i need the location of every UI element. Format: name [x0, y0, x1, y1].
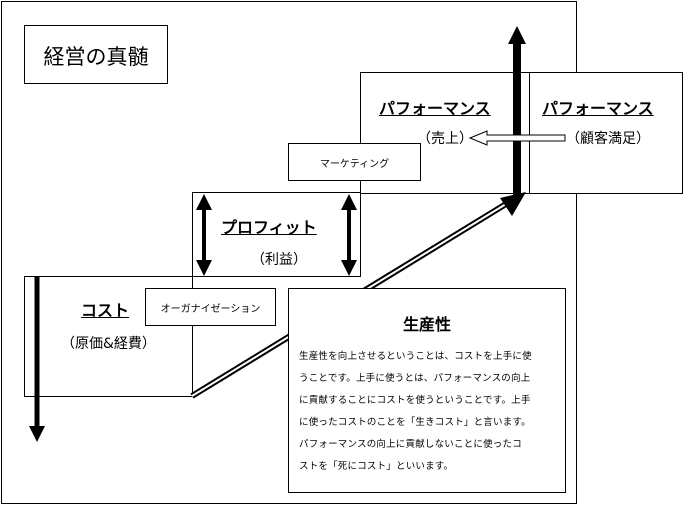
profit-sub: （利益） — [251, 252, 307, 268]
performance-satisfaction-box: パフォーマンス （顧客満足） — [529, 72, 683, 194]
cost-sub: （原価&経費） — [61, 336, 156, 352]
profit-left-arrow — [196, 194, 212, 276]
productivity-box: 生産性 生産性を向上させるということは、コストを上手に使 うことです。上手に使う… — [288, 288, 566, 493]
performance-sales-sub: （売上） — [417, 131, 473, 147]
profit-box: プロフィット （利益） — [192, 192, 361, 277]
productivity-line: に使ったコストのことを「生きコスト」と言います。 — [299, 417, 531, 428]
marketing-label: マーケティング — [319, 159, 390, 170]
productivity-line: パフォーマンスの向上に貢献しないことに使ったコ — [299, 439, 522, 450]
profit-heading: プロフィット — [221, 218, 317, 237]
profit-right-arrow — [341, 194, 357, 276]
productivity-heading: 生産性 — [402, 315, 451, 334]
performance-satisfaction-sub: （顧客満足） — [566, 131, 650, 147]
page-title: 経営の真髄 — [43, 45, 149, 69]
productivity-line: に貢献することにコストを使うということです。上手 — [299, 395, 531, 406]
cost-box: コスト （原価&経費） — [24, 276, 193, 397]
productivity-line: うことです。上手に使うとは、パフォーマンスの向上 — [299, 373, 531, 384]
performance-sales-heading: パフォーマンス — [379, 99, 491, 118]
title-box: 経営の真髄 — [24, 25, 168, 84]
productivity-line: 生産性を向上させるということは、コストを上手に使 — [299, 351, 532, 362]
performance-satisfaction-heading: パフォーマンス — [542, 99, 654, 118]
productivity-line: ストを「死にコスト」といいます。 — [299, 461, 454, 472]
organization-box: オーガナイゼーション — [145, 288, 276, 326]
marketing-box: マーケティング — [288, 143, 421, 181]
performance-up-arrow — [508, 26, 526, 196]
satisfaction-to-sales-arrow — [468, 130, 566, 146]
productivity-description: 生産性を向上させるということは、コストを上手に使 うことです。上手に使うとは、パ… — [299, 346, 532, 478]
cost-heading: コスト — [81, 301, 130, 320]
cost-down-arrow — [29, 276, 45, 442]
organization-label: オーガナイゼーション — [160, 304, 261, 315]
